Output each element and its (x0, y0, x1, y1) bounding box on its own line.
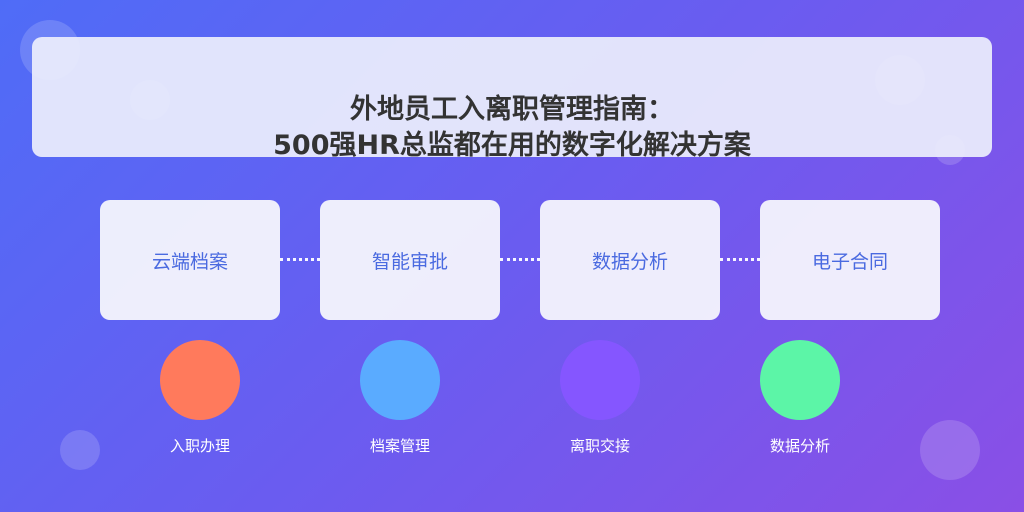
decorative-bubble (60, 430, 100, 470)
page-title: 外地员工入离职管理指南： 500强HR总监都在用的数字化解决方案 (0, 92, 1024, 164)
step-circle-offboarding-handover (560, 340, 640, 420)
feature-card-smart-approval: 智能审批 (320, 200, 500, 320)
step-circle-onboarding (160, 340, 240, 420)
step-label-onboarding: 入职办理 (169, 437, 230, 455)
feature-card-label: 电子合同 (811, 250, 888, 273)
title-panel (32, 37, 992, 157)
decorative-bubble (920, 420, 980, 480)
step-circle-data-analysis (760, 340, 840, 420)
feature-card-data-analysis: 数据分析 (540, 200, 720, 320)
feature-card-label: 智能审批 (371, 250, 448, 273)
feature-card-e-contract: 电子合同 (760, 200, 940, 320)
connector-dots (720, 258, 760, 261)
title-line-1: 外地员工入离职管理指南： (350, 94, 674, 125)
title-line-2: 500强HR总监都在用的数字化解决方案 (273, 130, 751, 161)
step-label-data-analysis: 数据分析 (769, 437, 830, 455)
step-label-offboarding-handover: 离职交接 (569, 437, 630, 455)
connector-dots (280, 258, 320, 261)
step-circle-archive-management (360, 340, 440, 420)
feature-card-label: 数据分析 (591, 250, 668, 273)
step-label-archive-management: 档案管理 (369, 437, 430, 455)
feature-card-label: 云端档案 (151, 250, 228, 273)
feature-card-cloud-archive: 云端档案 (100, 200, 280, 320)
connector-dots (500, 258, 540, 261)
